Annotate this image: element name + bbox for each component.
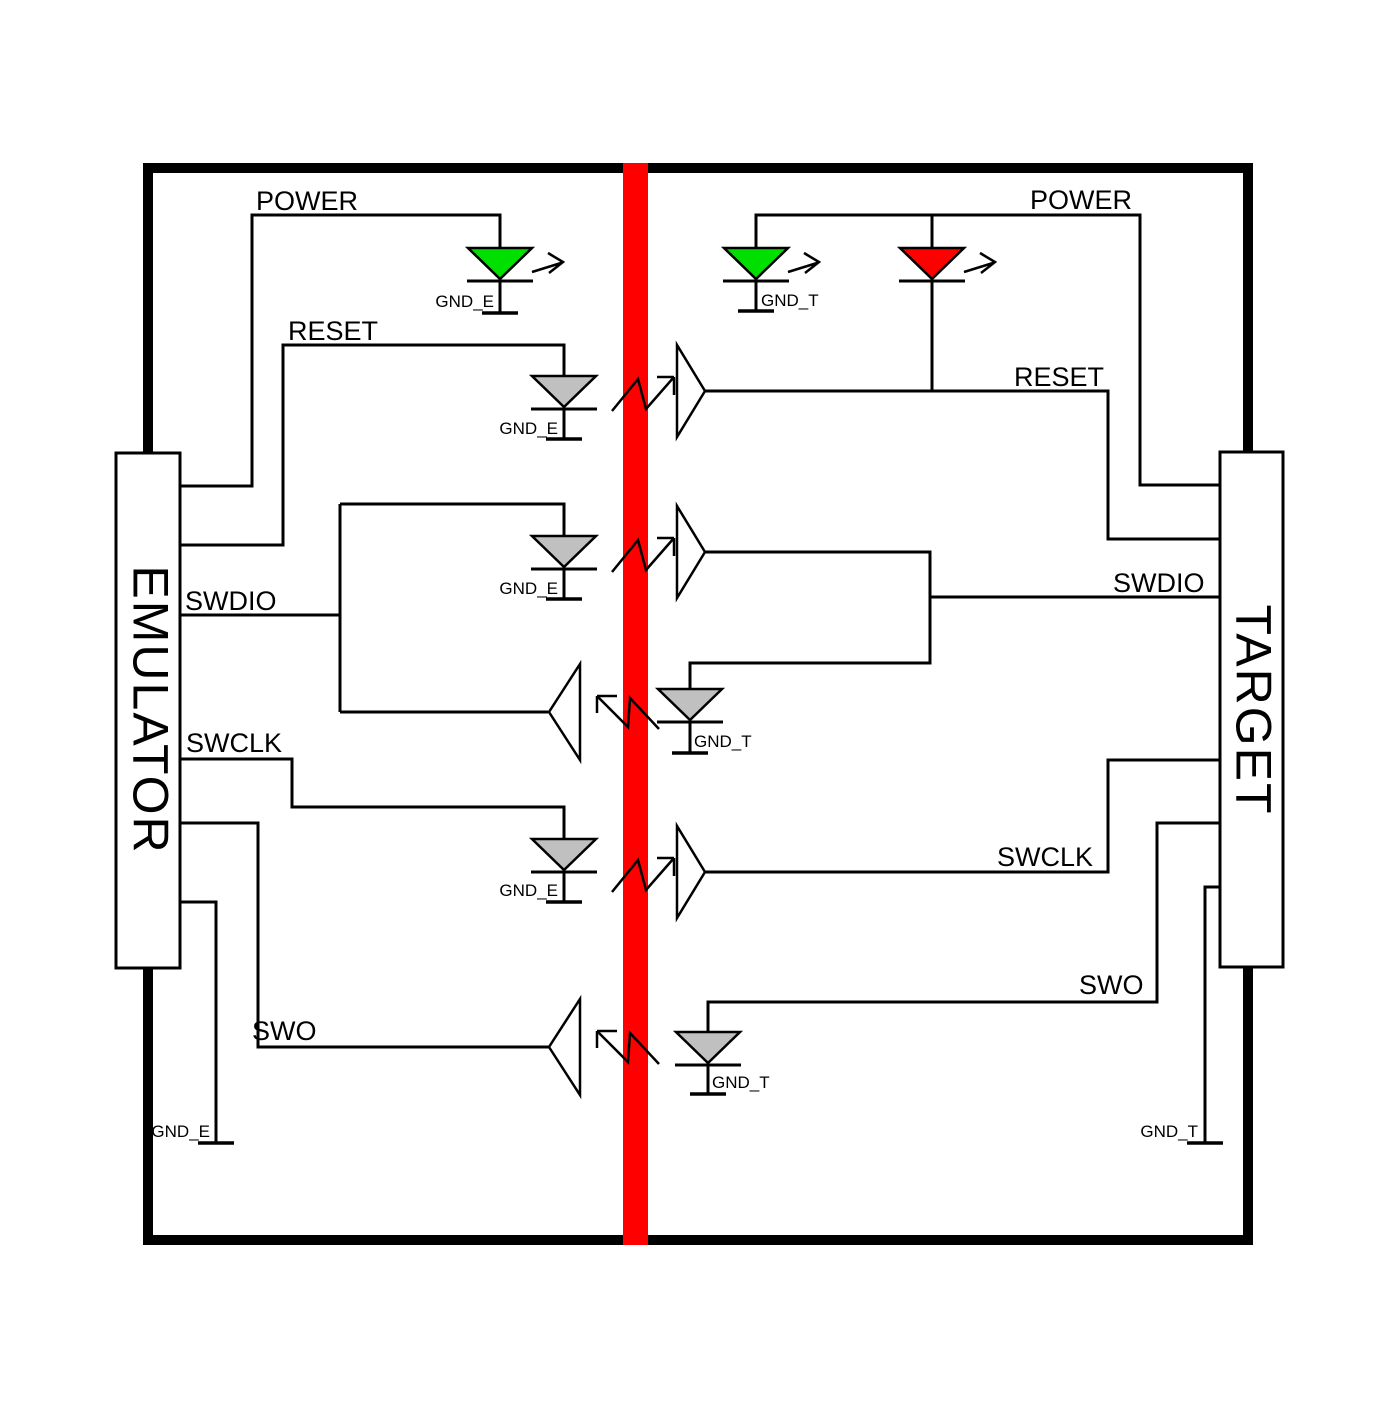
gnd-label: GND_E bbox=[151, 1122, 210, 1141]
swo-net-target bbox=[706, 821, 1220, 1094]
power-net-target bbox=[754, 213, 1220, 487]
opto-led-icon bbox=[655, 687, 725, 724]
swclk-label-emulator: SWCLK bbox=[186, 728, 282, 758]
power-label-target: POWER bbox=[1030, 185, 1132, 215]
green-led-icon bbox=[465, 246, 535, 283]
target-box bbox=[1218, 450, 1285, 969]
red-led-icon bbox=[897, 246, 967, 283]
buffer-icon bbox=[547, 997, 582, 1097]
gnd-label: GND_E bbox=[499, 419, 558, 438]
swdio-net-target bbox=[688, 550, 1220, 753]
opto-led-icon bbox=[529, 534, 599, 571]
buffer-icon bbox=[675, 504, 707, 600]
green-led-icon bbox=[721, 246, 791, 283]
gnd-label: GND_T bbox=[712, 1073, 770, 1092]
power-label-emulator: POWER bbox=[256, 186, 358, 216]
reset-label-emulator: RESET bbox=[288, 316, 378, 346]
gnd-label: GND_E bbox=[435, 292, 494, 311]
swo-label-target: SWO bbox=[1079, 970, 1144, 1000]
gnd-label: GND_T bbox=[694, 732, 752, 751]
ground-net-emulator bbox=[180, 900, 218, 1143]
buffer-icon bbox=[547, 662, 582, 762]
gnd-label: GND_T bbox=[1140, 1122, 1198, 1141]
gnd-label: GND_E bbox=[499, 579, 558, 598]
ground-net-target bbox=[1203, 885, 1220, 1143]
power-net-emulator bbox=[180, 213, 502, 488]
swo-net-emulator bbox=[180, 821, 549, 1049]
reset-net-emulator bbox=[180, 343, 566, 547]
emulator-title: EMULATOR bbox=[123, 565, 179, 854]
swdio-label-target: SWDIO bbox=[1113, 568, 1205, 598]
light-emission-arrow-icon bbox=[530, 251, 565, 275]
buffer-icon bbox=[675, 343, 707, 439]
gnd-label: GND_T bbox=[761, 291, 819, 310]
light-emission-arrow-icon bbox=[786, 251, 821, 275]
light-emission-arrow-icon bbox=[962, 251, 997, 275]
reset-net-target bbox=[705, 389, 1220, 541]
target-title: TARGET bbox=[1226, 604, 1282, 815]
swclk-label-target: SWCLK bbox=[997, 842, 1093, 872]
opto-led-icon bbox=[673, 1030, 743, 1067]
swdio-net-emulator bbox=[180, 502, 566, 714]
swdio-label-emulator: SWDIO bbox=[185, 586, 277, 616]
buffer-icon bbox=[675, 824, 707, 920]
reset-label-target: RESET bbox=[1014, 362, 1104, 392]
swo-label-emulator: SWO bbox=[252, 1016, 317, 1046]
opto-led-icon bbox=[529, 837, 599, 874]
swclk-net-target bbox=[705, 758, 1220, 874]
opto-led-icon bbox=[529, 374, 599, 411]
gnd-label: GND_E bbox=[499, 881, 558, 900]
swclk-net-emulator bbox=[180, 757, 566, 902]
emulator-box bbox=[114, 451, 182, 970]
